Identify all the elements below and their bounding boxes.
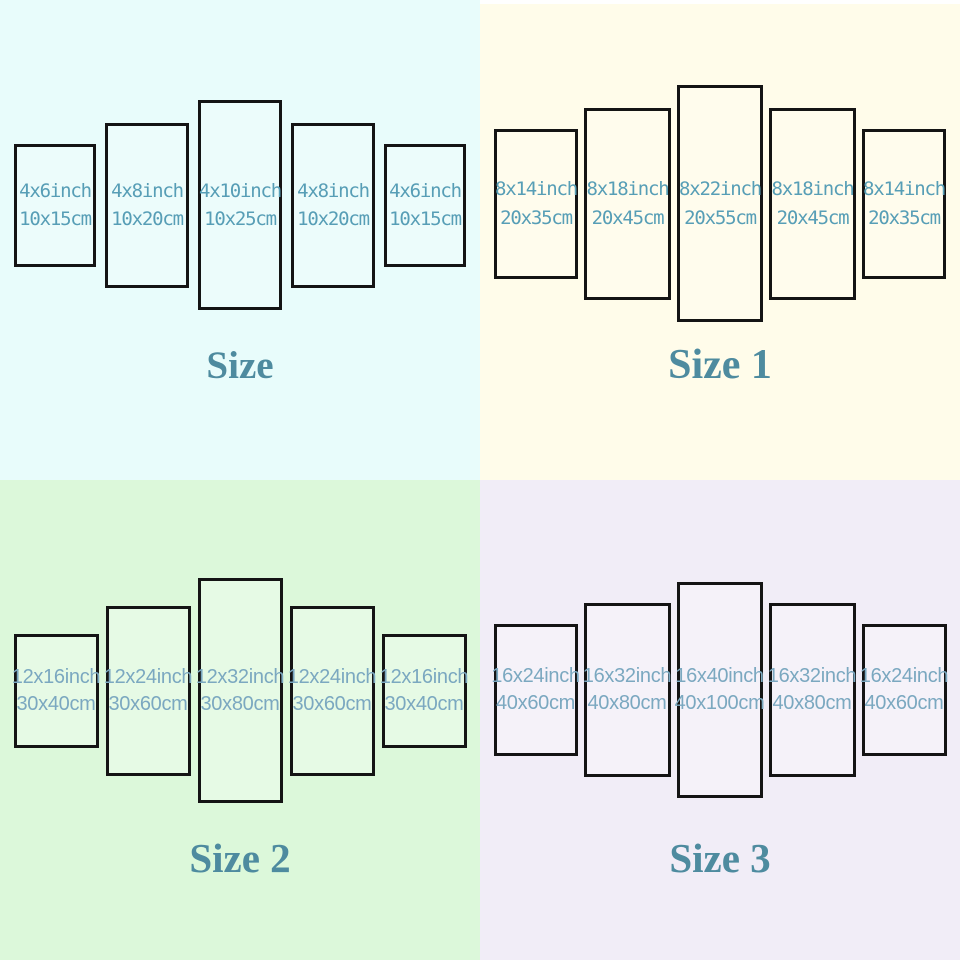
canvas-panel: 4x8inch 10x20cm	[291, 122, 375, 288]
panel-size-inch: 12x32inch	[195, 665, 285, 688]
canvas-panel: 16x24inch 40x60cm	[859, 624, 949, 756]
canvas-panel: 16x32inch 40x80cm	[767, 603, 857, 777]
canvas-panel: 12x16inch 30x40cm	[11, 633, 101, 748]
panel-size-cm: 20x35cm	[500, 206, 573, 229]
panel-size-cm: 40x60cm	[495, 692, 576, 714]
panel-size-inch: 8x14inch	[863, 178, 946, 200]
top-edge-divider	[480, 0, 960, 4]
panel-size-inch: 4x8inch	[111, 179, 184, 202]
quadrant-title: Size 1	[668, 342, 772, 388]
canvas-panel: 4x6inch 10x15cm	[384, 143, 466, 267]
panel-size-cm: 40x60cm	[864, 692, 944, 714]
canvas-panel: 12x24inch 30x60cm	[287, 605, 377, 776]
panel-size-inch: 12x16inch	[379, 665, 469, 688]
canvas-panel: 16x24inch 40x60cm	[491, 624, 580, 756]
panel-size-cm: 30x40cm	[384, 692, 464, 715]
panel-row: 8x14inch 20x35cm 8x18inch 20x45cm 8x22in…	[480, 85, 960, 322]
panel-size-inch: 16x24inch	[491, 665, 580, 687]
quadrant-title: Size	[206, 344, 274, 387]
panel-size-inch: 16x32inch	[767, 665, 857, 687]
panel-size-cm: 10x20cm	[111, 208, 184, 230]
panel-size-cm: 40x80cm	[772, 692, 852, 714]
panel-row: 16x24inch 40x60cm 16x32inch 40x80cm 16x4…	[480, 582, 960, 798]
quadrant-title: Size 2	[189, 835, 291, 881]
panel-size-cm: 20x45cm	[591, 206, 665, 229]
panel-size-cm: 10x15cm	[389, 208, 462, 230]
quadrant-size-1: 8x14inch 20x35cm 8x18inch 20x45cm 8x22in…	[480, 0, 960, 480]
canvas-panel: 4x10inch 10x25cm	[198, 100, 282, 310]
panel-size-inch: 16x24inch	[859, 665, 949, 687]
panel-size-inch: 16x40inch	[675, 665, 764, 687]
quadrant-title: Size 3	[669, 835, 771, 881]
panel-size-cm: 30x40cm	[16, 692, 96, 715]
canvas-panel: 16x32inch 40x80cm	[582, 603, 672, 777]
quadrant-size-3: 16x24inch 40x60cm 16x32inch 40x80cm 16x4…	[480, 480, 960, 960]
canvas-panel: 8x14inch 20x35cm	[494, 128, 578, 279]
panel-size-inch: 4x6inch	[19, 179, 92, 202]
canvas-panel: 12x32inch 30x80cm	[195, 578, 285, 803]
panel-size-cm: 40x80cm	[587, 692, 667, 714]
canvas-panel: 4x6inch 10x15cm	[14, 143, 96, 267]
canvas-panel: 8x18inch 20x45cm	[584, 107, 671, 300]
panel-size-inch: 8x18inch	[586, 178, 670, 200]
panel-row: 4x6inch 10x15cm 4x8inch 10x20cm 4x10inch…	[0, 100, 480, 310]
panel-size-cm: 20x35cm	[868, 206, 941, 229]
panel-size-cm: 30x80cm	[200, 692, 280, 715]
panel-size-inch: 12x24inch	[103, 665, 193, 688]
panel-row: 12x16inch 30x40cm 12x24inch 30x60cm 12x3…	[0, 578, 480, 803]
panel-size-cm: 10x15cm	[19, 208, 92, 230]
panel-size-inch: 16x32inch	[582, 665, 672, 687]
canvas-panel: 12x24inch 30x60cm	[103, 605, 193, 776]
canvas-panel: 8x18inch 20x45cm	[769, 107, 856, 300]
panel-size-cm: 30x60cm	[108, 692, 188, 715]
quadrant-size-2: 12x16inch 30x40cm 12x24inch 30x60cm 12x3…	[0, 480, 480, 960]
panel-size-inch: 12x24inch	[287, 665, 377, 688]
panel-size-inch: 8x22inch	[679, 178, 762, 200]
panel-size-inch: 4x10inch	[199, 179, 282, 202]
panel-size-cm: 10x20cm	[297, 208, 370, 230]
panel-size-inch: 12x16inch	[11, 665, 101, 688]
panel-size-cm: 10x25cm	[204, 208, 277, 230]
panel-size-cm: 20x55cm	[684, 206, 757, 229]
panel-size-cm: 20x45cm	[776, 206, 850, 229]
canvas-panel: 8x14inch 20x35cm	[862, 128, 946, 279]
panel-size-cm: 40x100cm	[674, 692, 765, 714]
panel-size-inch: 4x8inch	[297, 179, 370, 202]
canvas-panel: 8x22inch 20x55cm	[677, 85, 763, 322]
panel-size-inch: 8x14inch	[495, 178, 578, 200]
panel-size-inch: 8x18inch	[771, 178, 855, 200]
panel-size-inch: 4x6inch	[389, 179, 462, 202]
canvas-panel: 4x8inch 10x20cm	[105, 122, 189, 288]
quadrant-size: 4x6inch 10x15cm 4x8inch 10x20cm 4x10inch…	[0, 0, 480, 480]
canvas-panel: 16x40inch 40x100cm	[674, 582, 765, 798]
panel-size-cm: 30x60cm	[292, 692, 372, 715]
canvas-panel: 12x16inch 30x40cm	[379, 633, 469, 748]
